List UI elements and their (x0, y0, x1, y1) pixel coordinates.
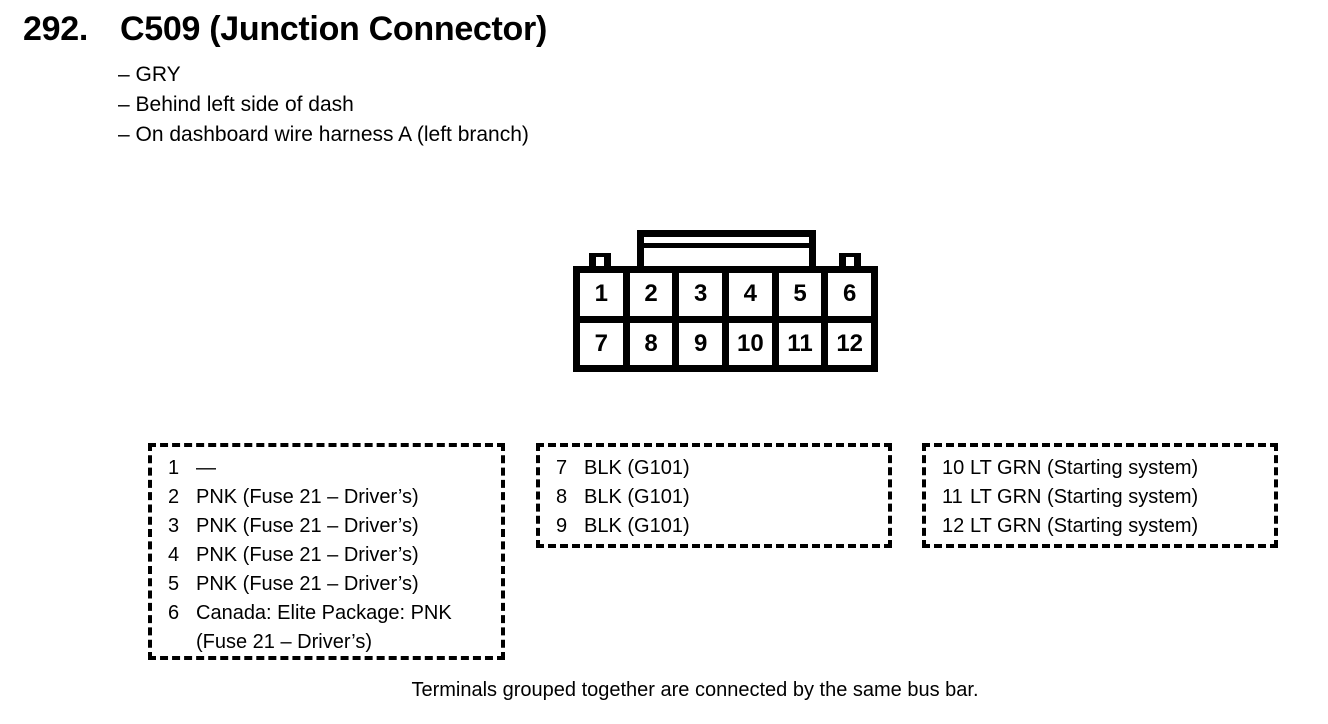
terminal-cell: 10 (729, 322, 772, 365)
pin-number: 5 (168, 573, 180, 595)
pin-row: 4 PNK (Fuse 21 – Driver’s) (168, 541, 493, 570)
terminal-cell: 7 (580, 322, 623, 365)
pin-row: 6 Canada: Elite Package: PNK (168, 599, 493, 628)
terminal-cell: 11 (778, 322, 822, 365)
pin-number: 10 (942, 457, 965, 479)
pin-row: 3 PNK (Fuse 21 – Driver’s) (168, 512, 493, 541)
pin-description: — (196, 457, 216, 479)
section-number: 292. (23, 10, 88, 48)
pin-description: BLK (G101) (584, 457, 690, 479)
pin-description: Canada: Elite Package: PNK (196, 602, 452, 624)
pin-number: 11 (942, 486, 963, 508)
terminal-cell: 8 (629, 322, 673, 365)
notch-slot (596, 257, 604, 267)
pin-description: PNK (Fuse 21 – Driver’s) (196, 573, 419, 595)
pin-row: 7 BLK (G101) (556, 454, 880, 483)
notch-slot (846, 257, 854, 267)
pin-description: BLK (G101) (584, 515, 690, 537)
pin-row: 9 BLK (G101) (556, 512, 880, 541)
lock-tab-line (644, 243, 809, 248)
pin-description: LT GRN (Starting system) (970, 486, 1199, 508)
connector-index-notch-left (589, 253, 611, 267)
pin-row: 5 PNK (Fuse 21 – Driver’s) (168, 570, 493, 599)
section-heading: 292. C509 (Junction Connector) (23, 10, 547, 48)
terminal-cell: 6 (828, 273, 871, 316)
pin-description: BLK (G101) (584, 486, 690, 508)
pin-number: 3 (168, 515, 180, 537)
pin-number: 6 (168, 602, 180, 624)
pin-number: 12 (942, 515, 965, 537)
pin-description: LT GRN (Starting system) (970, 515, 1199, 537)
pin-number: 7 (556, 457, 568, 479)
terminal-cell: 5 (778, 273, 822, 316)
pin-number: 9 (556, 515, 568, 537)
terminal-cell: 1 (580, 273, 623, 316)
bullet-harness: – On dashboard wire harness A (left bran… (118, 123, 529, 146)
pin-number: 2 (168, 486, 180, 508)
pin-description-continuation: (Fuse 21 – Driver’s) (196, 631, 372, 653)
connector-index-notch-right (839, 253, 861, 267)
terminal-cell: 12 (828, 322, 871, 365)
pin-description: LT GRN (Starting system) (970, 457, 1199, 479)
bus-bar-note: Terminals grouped together are connected… (411, 679, 979, 701)
terminal-cell: 3 (679, 273, 722, 316)
bullet-location: – Behind left side of dash (118, 93, 354, 116)
pin-description: PNK (Fuse 21 – Driver’s) (196, 544, 419, 566)
connector-title: C509 (Junction Connector) (120, 10, 547, 48)
bullet-connector-color: – GRY (118, 63, 181, 86)
pin-description: PNK (Fuse 21 – Driver’s) (196, 486, 419, 508)
pin-row: 1— (168, 454, 493, 483)
terminal-cell: 2 (629, 273, 673, 316)
pin-number: 8 (556, 486, 568, 508)
terminal-cell: 4 (729, 273, 772, 316)
pin-number: 1 (168, 457, 180, 479)
pin-row: 2 PNK (Fuse 21 – Driver’s) (168, 483, 493, 512)
pin-row: 8 BLK (G101) (556, 483, 880, 512)
terminal-cell: 9 (679, 322, 722, 365)
pin-row: 11 LT GRN (Starting system) (942, 483, 1266, 512)
connector-lock-tab (637, 230, 816, 267)
pin-number: 4 (168, 544, 180, 566)
pin-description: PNK (Fuse 21 – Driver’s) (196, 515, 419, 537)
location-bullets: – GRY – Behind left side of dash – On da… (118, 60, 529, 150)
